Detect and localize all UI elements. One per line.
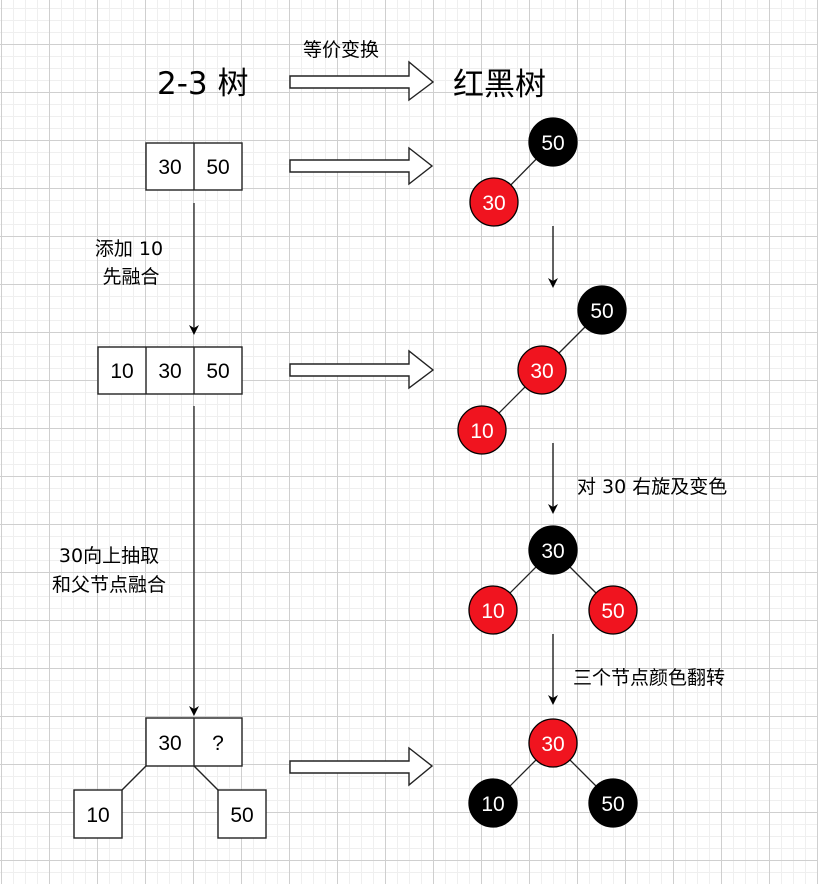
- equivalence-arrow-step3: [289, 746, 434, 787]
- rb-node-key: 10: [470, 420, 493, 443]
- tree23-node-30-50: 30 50: [145, 142, 243, 191]
- rb-node-key: 50: [601, 600, 624, 623]
- caption-add-line1: 添加 10: [95, 238, 163, 260]
- rb-node-red-50: 50: [588, 585, 638, 635]
- equivalence-arrow-step1: [289, 146, 434, 186]
- key-cell: 30: [158, 156, 181, 179]
- key-cell: 50: [230, 804, 253, 827]
- key-cell: 10: [86, 804, 109, 827]
- key-cell: 50: [206, 156, 229, 179]
- rbtree-step2: 50 30 10: [457, 285, 627, 455]
- rb-node-key: 30: [482, 192, 505, 215]
- rb-node-key: 30: [530, 360, 553, 383]
- caption-promote-line1: 30向上抽取: [59, 545, 159, 567]
- rb-node-black-50: 50: [528, 117, 578, 167]
- rbtree-step4: 30 10 50: [468, 718, 638, 828]
- caption-promote-line2: 和父节点融合: [52, 574, 166, 596]
- rbtree-step1: 50 30: [469, 117, 578, 227]
- caption-rotate: 对 30 右旋及变色: [577, 476, 727, 498]
- rb-node-red-30: 30: [528, 718, 578, 768]
- rb-node-red-10: 10: [468, 585, 518, 635]
- transform-label: 等价变换: [303, 39, 379, 61]
- tree23-parent-node: 30 ?: [145, 717, 243, 767]
- tree23-node-10-30-50: 10 30 50: [97, 346, 243, 395]
- rb-node-black-30: 30: [528, 525, 578, 575]
- key-cell: 10: [110, 360, 133, 383]
- rb-node-key: 50: [590, 300, 613, 323]
- title-2-3-tree: 2-3 树: [157, 66, 249, 102]
- rbtree-step3: 30 10 50: [468, 525, 638, 635]
- key-cell: 30: [158, 732, 181, 755]
- key-cell: ?: [212, 732, 224, 755]
- rb-node-red-30: 30: [517, 345, 567, 395]
- tree23-left-child: 10: [73, 789, 123, 839]
- rb-node-key: 50: [601, 793, 624, 816]
- equivalence-arrow-step2: [289, 349, 435, 390]
- equivalence-arrow-title: [289, 60, 435, 102]
- rb-node-key: 30: [541, 540, 564, 563]
- rb-node-key: 10: [481, 793, 504, 816]
- key-cell: 50: [206, 360, 229, 383]
- title-red-black-tree: 红黑树: [453, 67, 546, 103]
- rb-node-black-50: 50: [588, 778, 638, 828]
- rb-node-key: 30: [541, 733, 564, 756]
- rb-node-key: 10: [481, 600, 504, 623]
- rb-node-black-10: 10: [468, 778, 518, 828]
- rb-node-key: 50: [541, 132, 564, 155]
- tree23-right-child: 50: [217, 789, 267, 839]
- caption-add-line2: 先融合: [102, 266, 159, 288]
- rb-node-red-30: 30: [469, 177, 519, 227]
- tree23-split: 30 ? 10 50: [73, 717, 267, 839]
- rb-node-red-10: 10: [457, 405, 507, 455]
- rb-node-black-50: 50: [577, 285, 627, 335]
- caption-flip: 三个节点颜色翻转: [573, 667, 725, 689]
- key-cell: 30: [158, 360, 181, 383]
